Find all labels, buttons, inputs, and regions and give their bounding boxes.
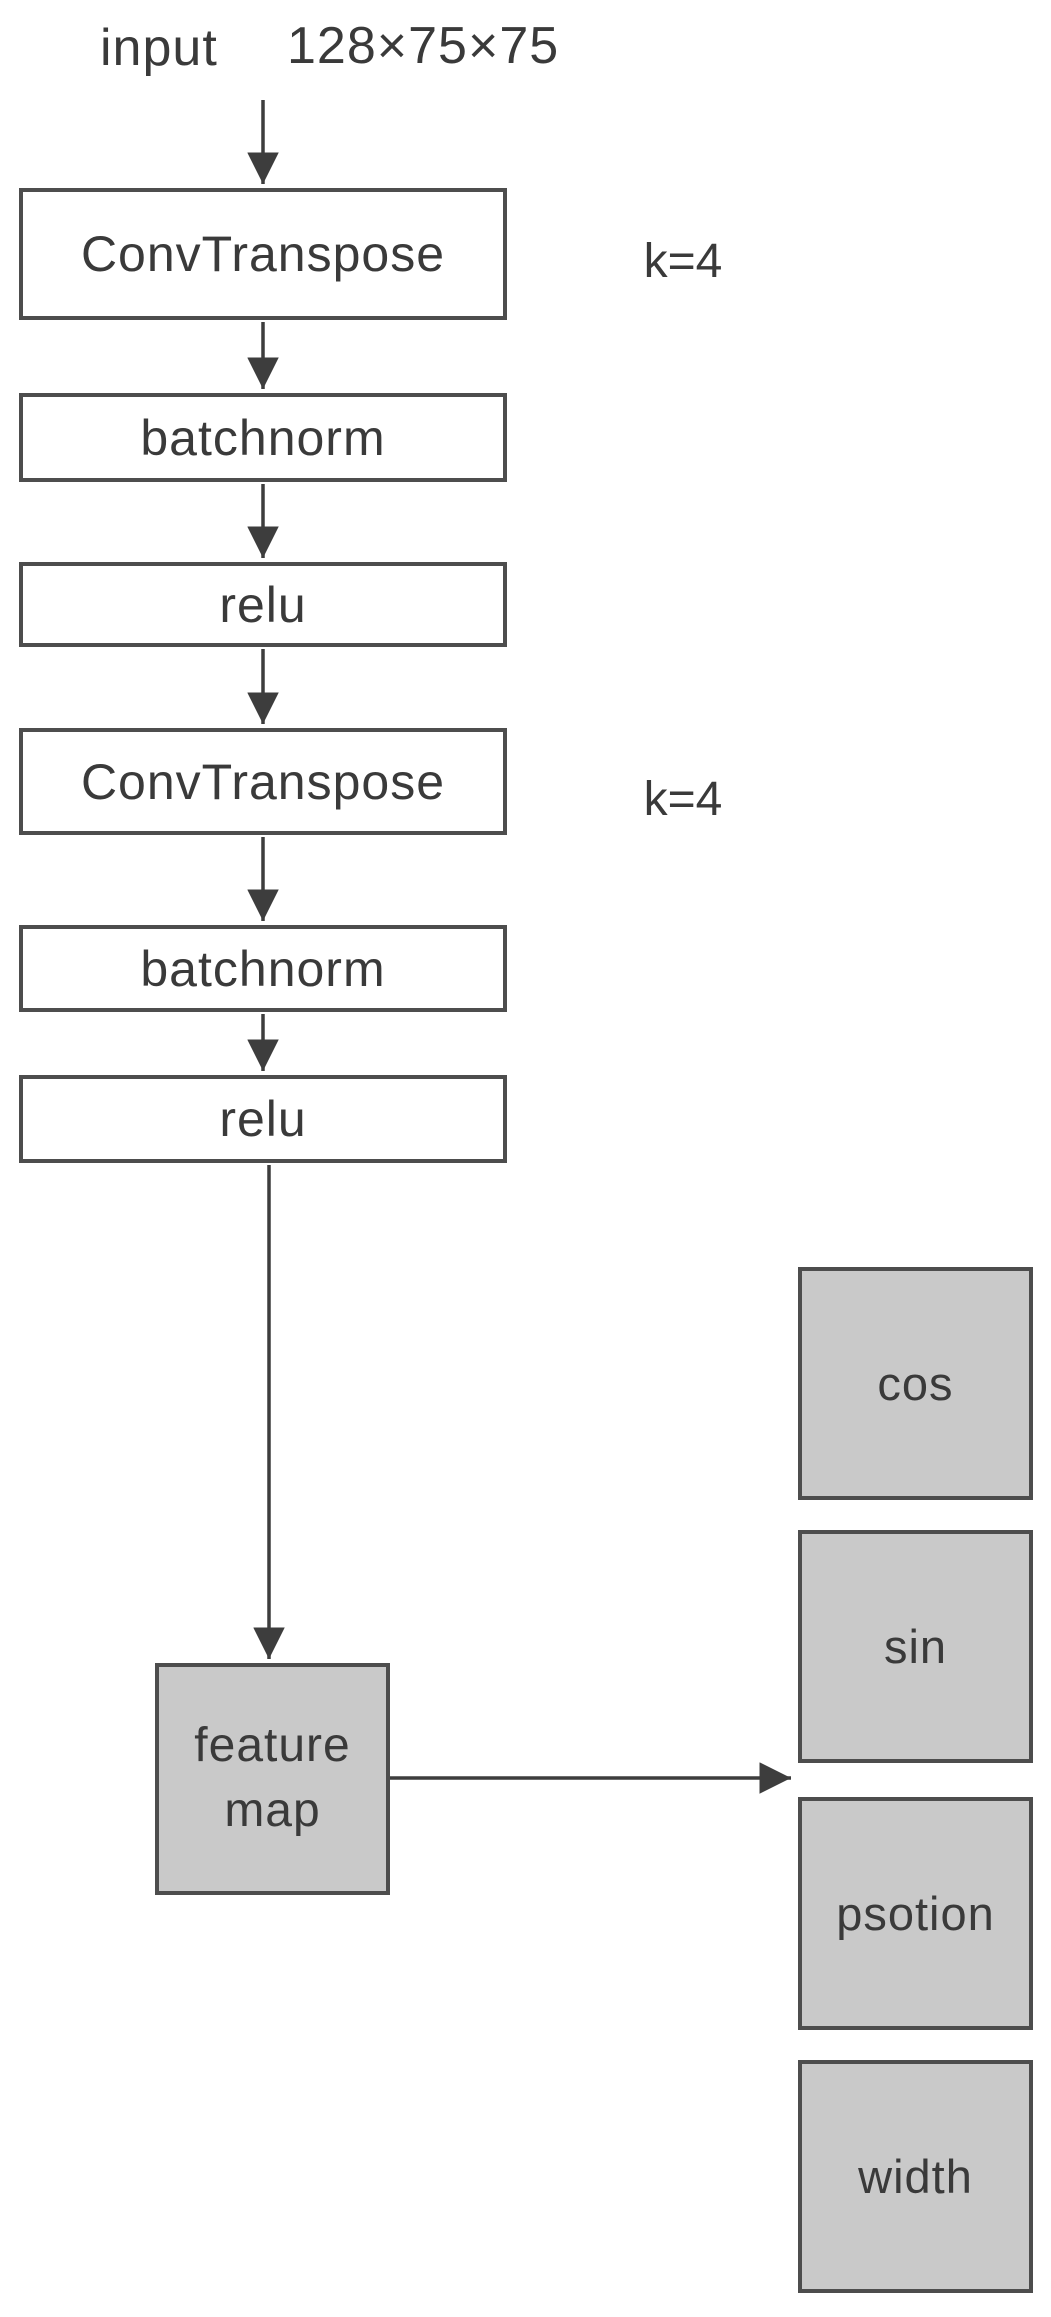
output-box-cos: cos	[798, 1267, 1033, 1500]
output-box-psotion: psotion	[798, 1797, 1033, 2030]
input-dimensions: 128×75×75	[287, 17, 560, 75]
layer-box-convtranspose-2: ConvTranspose	[19, 728, 507, 835]
layer-box-relu-1: relu	[19, 562, 507, 647]
feature-map-box: feature map	[155, 1663, 390, 1895]
output-box-width: width	[798, 2060, 1033, 2293]
kernel-annotation-2: k=4	[643, 773, 723, 826]
layer-box-convtranspose-1: ConvTranspose	[19, 188, 507, 320]
output-box-sin: sin	[798, 1530, 1033, 1763]
input-label: input	[100, 19, 218, 77]
layer-box-batchnorm-1: batchnorm	[19, 393, 507, 482]
kernel-annotation-1: k=4	[643, 235, 723, 288]
layer-box-relu-2: relu	[19, 1075, 507, 1163]
feature-map-label-line1: feature	[194, 1719, 351, 1773]
feature-map-label-line2: map	[224, 1784, 321, 1837]
layer-box-batchnorm-2: batchnorm	[19, 925, 507, 1012]
